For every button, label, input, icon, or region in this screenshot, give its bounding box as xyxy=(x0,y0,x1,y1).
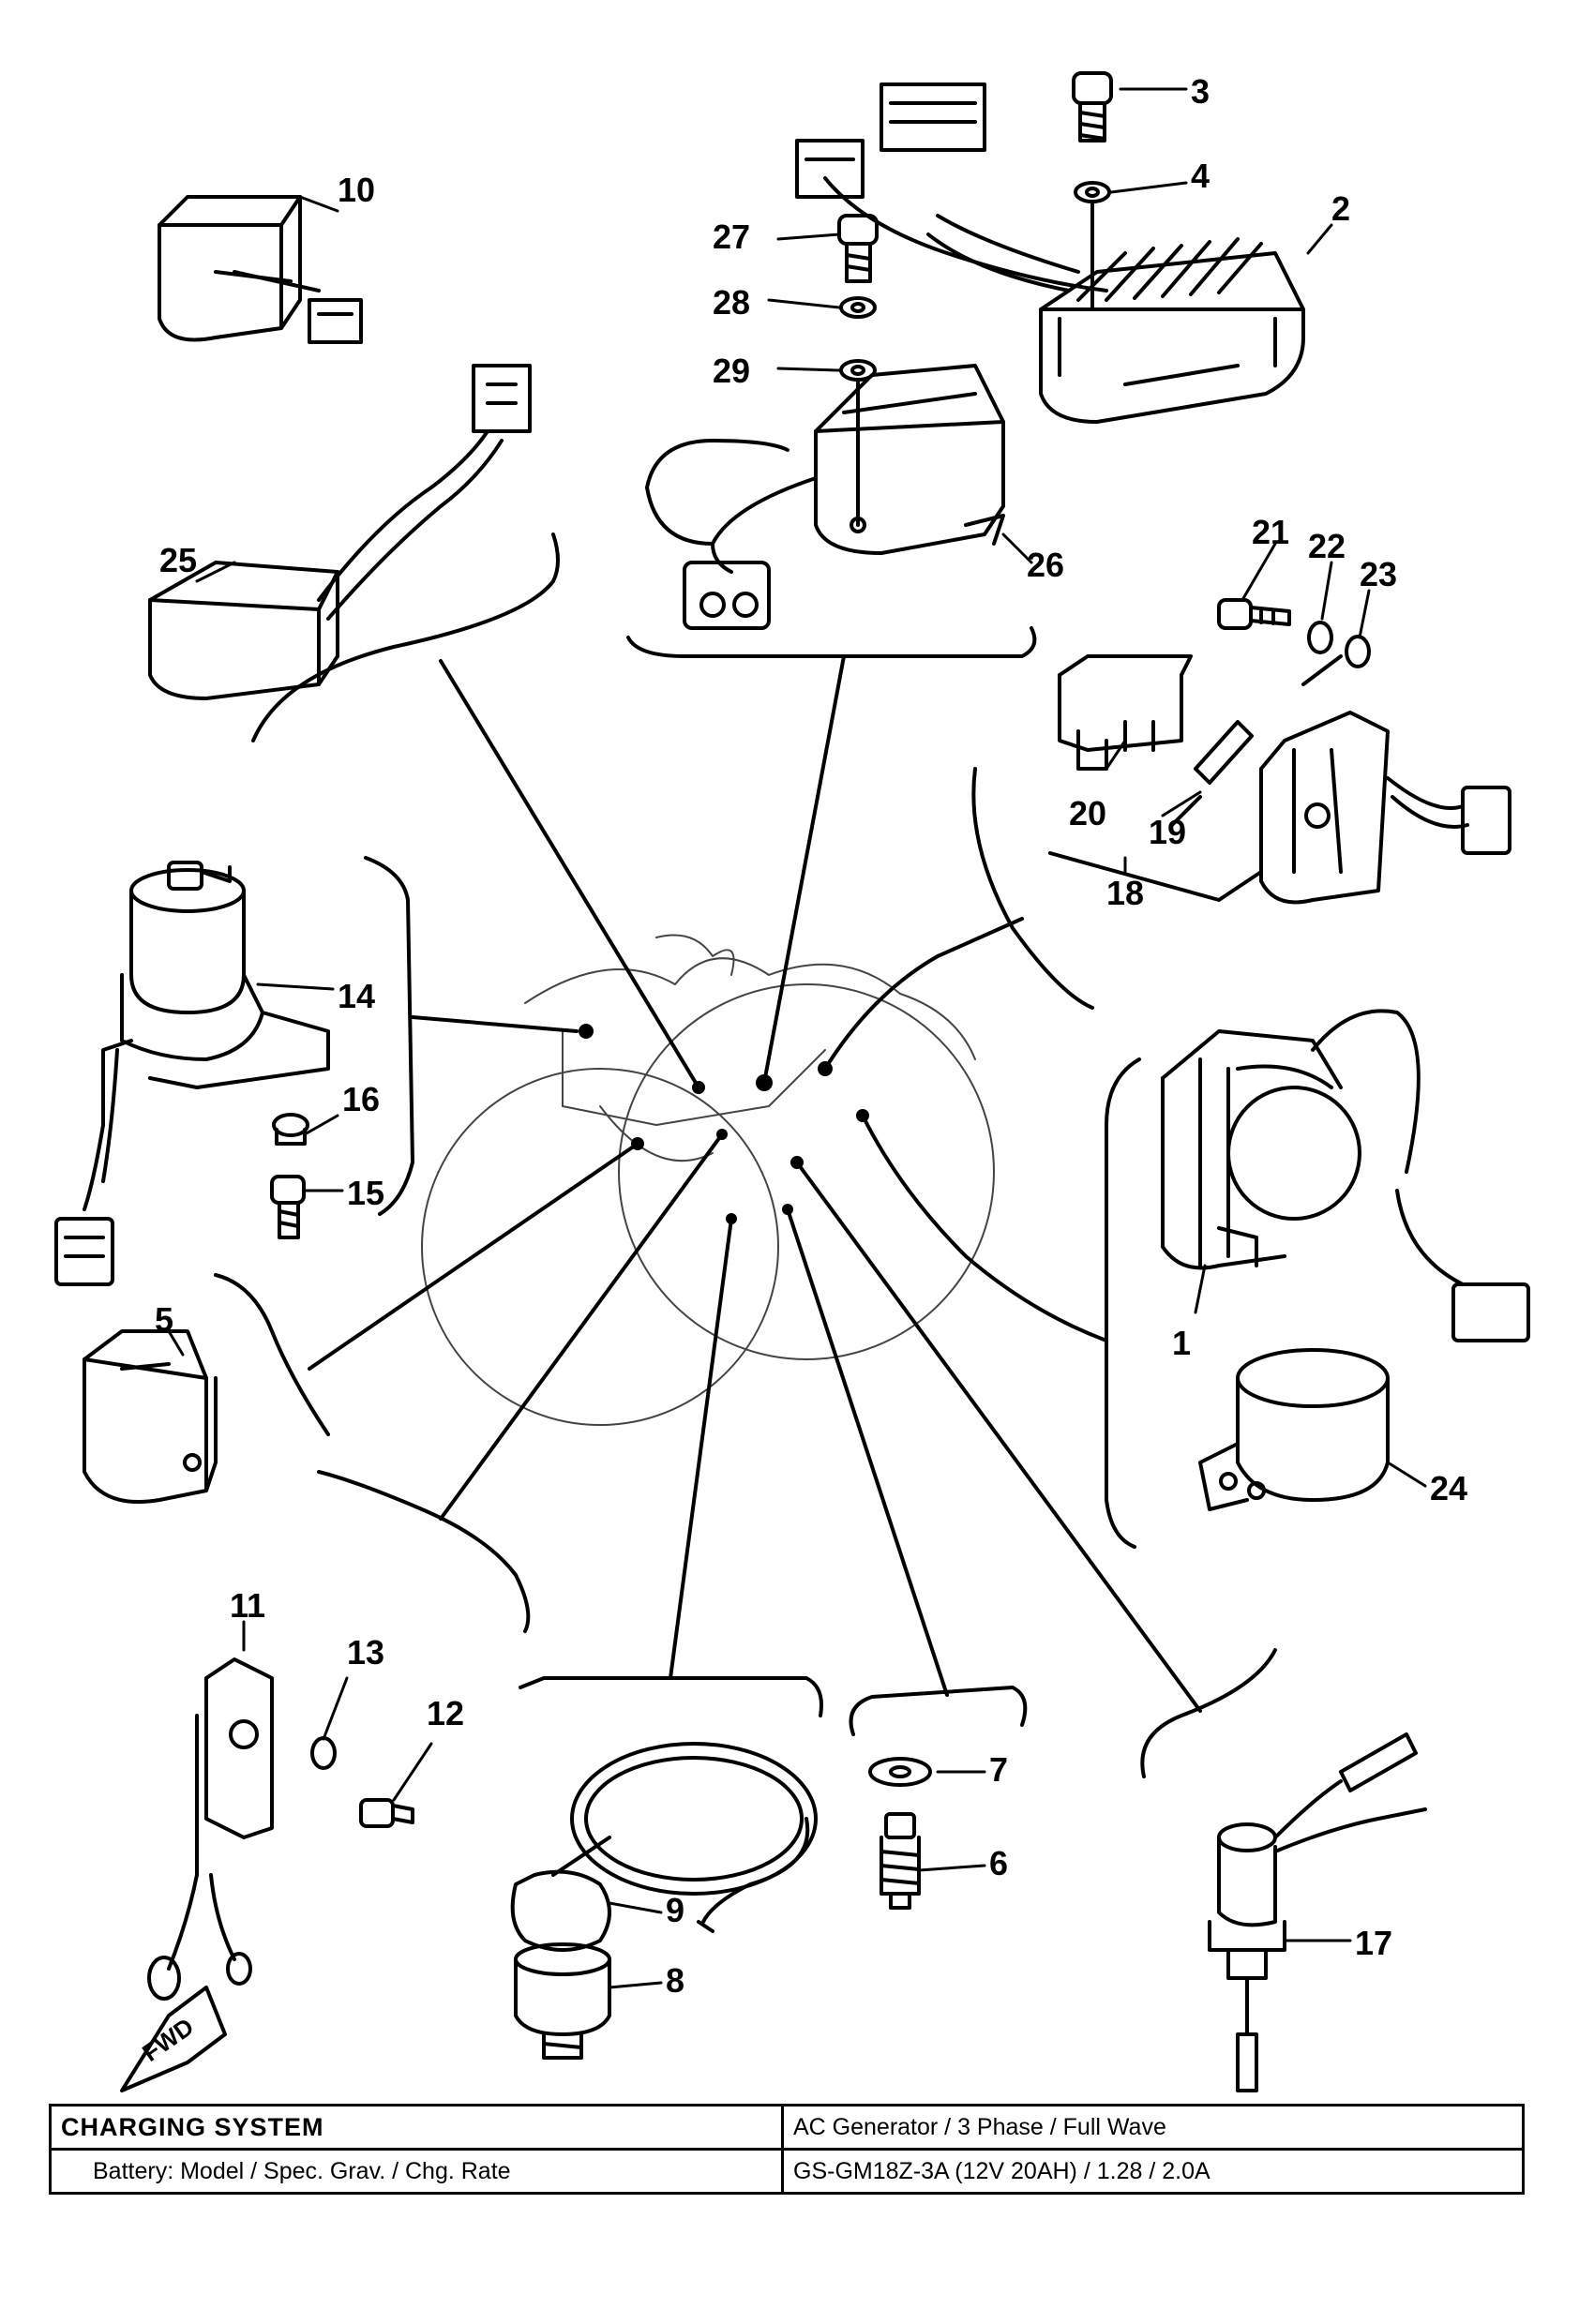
callout-25: 25 xyxy=(159,541,197,579)
part-28-washer xyxy=(839,296,877,319)
part-9-sender xyxy=(510,1742,818,1952)
callout-10: 10 xyxy=(338,171,375,209)
callout-22: 22 xyxy=(1308,527,1346,565)
callout-7: 7 xyxy=(989,1750,1008,1789)
part-14-ignition-switch xyxy=(54,861,330,1286)
part-8-switch xyxy=(514,1942,611,2060)
callout-24: 24 xyxy=(1430,1469,1467,1507)
part-20-bracket xyxy=(1058,654,1193,771)
callout-29: 29 xyxy=(713,352,750,390)
callout-2: 2 xyxy=(1331,189,1350,228)
part-16-washer xyxy=(272,1113,309,1146)
motorcycle-frame-outline xyxy=(421,934,995,1426)
callout-16: 16 xyxy=(342,1080,380,1118)
part-10-relay xyxy=(158,195,363,344)
callout-leaders xyxy=(167,87,1427,1989)
part-17-sensor xyxy=(1208,1732,1427,2092)
callout-21: 21 xyxy=(1252,513,1289,551)
part-6-switch xyxy=(880,1812,921,1910)
exploded-parts-diagram: FWD 1 2 3 4 5 6 7 8 9 10 11 12 13 14 15 … xyxy=(54,71,1530,2092)
part-2-rectifier xyxy=(1039,237,1305,424)
callout-18: 18 xyxy=(1106,874,1144,912)
leader-lines xyxy=(214,532,1277,1778)
callout-6: 6 xyxy=(989,1844,1008,1882)
callout-26: 26 xyxy=(1027,546,1064,584)
callout-3: 3 xyxy=(1191,72,1210,111)
charging-system-spec-table: CHARGING SYSTEM AC Generator / 3 Phase /… xyxy=(49,2104,1525,2195)
callout-12: 12 xyxy=(427,1694,464,1732)
spec-row-charging-system: CHARGING SYSTEM AC Generator / 3 Phase /… xyxy=(49,2104,1525,2151)
part-25-unit xyxy=(148,364,532,700)
part-23-washer xyxy=(1301,635,1371,686)
part-24-relay xyxy=(1198,1348,1390,1511)
callout-9: 9 xyxy=(666,1891,684,1929)
callout-1: 1 xyxy=(1172,1324,1191,1362)
callout-27: 27 xyxy=(713,217,750,256)
callout-4: 4 xyxy=(1191,157,1210,195)
spec-value-charging-system: AC Generator / 3 Phase / Full Wave xyxy=(781,2104,1525,2151)
fwd-direction-arrow xyxy=(120,1986,227,2092)
callout-11: 11 xyxy=(230,1586,265,1625)
callout-19: 19 xyxy=(1149,813,1186,851)
part-12-screw xyxy=(359,1798,414,1828)
callout-14: 14 xyxy=(338,977,375,1015)
part-26-unit xyxy=(645,364,1005,630)
callout-5: 5 xyxy=(155,1300,173,1339)
part-29-washer xyxy=(839,359,877,527)
part-27-screw xyxy=(837,214,879,283)
part-19-fuse xyxy=(1170,720,1254,827)
part-22-washer xyxy=(1307,621,1333,654)
spec-label-charging-system: CHARGING SYSTEM xyxy=(49,2104,784,2151)
callout-8: 8 xyxy=(666,1961,684,2000)
part-7-washer xyxy=(868,1757,932,1787)
part-4-washer xyxy=(1074,181,1111,311)
part-18-unit xyxy=(1048,711,1511,905)
frame-connection-points xyxy=(579,1024,869,1224)
callout-28: 28 xyxy=(713,283,750,322)
callout-23: 23 xyxy=(1360,555,1397,593)
callout-17: 17 xyxy=(1355,1924,1392,1962)
callout-15: 15 xyxy=(347,1174,384,1212)
callout-13: 13 xyxy=(347,1633,384,1672)
part-5-relay xyxy=(83,1329,218,1504)
part-15-screw xyxy=(270,1175,306,1239)
part-21-screw xyxy=(1217,598,1291,630)
part-13-washer xyxy=(310,1736,337,1770)
spec-row-battery: Battery: Model / Spec. Grav. / Chg. Rate… xyxy=(49,2148,1525,2195)
part-3-screw xyxy=(1072,71,1113,142)
spec-value-battery: GS-GM18Z-3A (12V 20AH) / 1.28 / 2.0A xyxy=(781,2148,1525,2195)
part-1-relay xyxy=(1161,1009,1530,1342)
callout-numbers: 1 2 3 4 5 6 7 8 9 10 11 12 13 14 15 16 1… xyxy=(155,72,1467,2000)
part-2-harness xyxy=(795,82,1108,292)
spec-label-battery: Battery: Model / Spec. Grav. / Chg. Rate xyxy=(49,2148,784,2195)
callout-20: 20 xyxy=(1069,794,1106,832)
part-11-sensor xyxy=(147,1657,274,2001)
